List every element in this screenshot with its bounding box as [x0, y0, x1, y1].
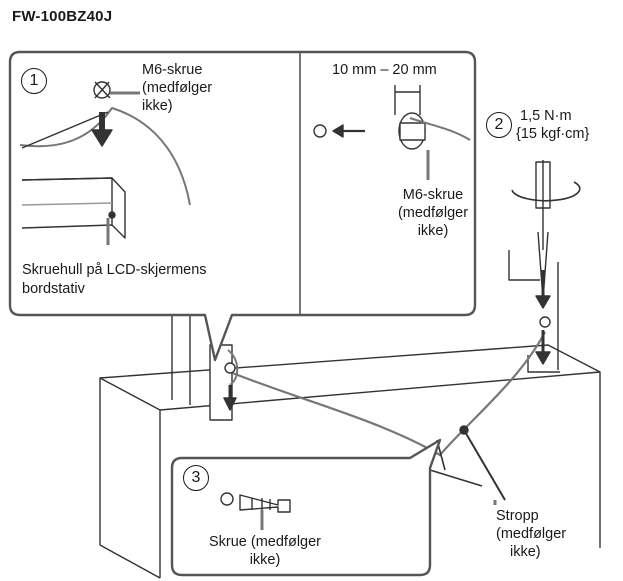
step-number-2: 2 — [486, 112, 512, 138]
step1-hole-line1: Skruehull på LCD-skjermens — [22, 262, 207, 278]
step1-screw-line1: M6-skrue — [142, 62, 203, 78]
table-front — [99, 372, 601, 578]
step-number-1: 1 — [21, 68, 47, 94]
step1-hole-line2: bordstativ — [22, 281, 85, 297]
table-top — [99, 344, 601, 411]
screw-length-range: 10 mm – 20 mm — [332, 62, 437, 78]
step1-screw-line2: (medfølger — [142, 80, 213, 96]
detail-screw-line2: (medfølger — [397, 205, 469, 221]
detail-screw-line3: ikke) — [417, 223, 449, 239]
callout-box-1 — [8, 50, 477, 362]
torque-value: 1,5 N·m — [520, 108, 572, 124]
step1-screw-line3: ikke) — [142, 98, 173, 114]
step-number-3: 3 — [183, 465, 209, 491]
detail-screw-line1: M6-skrue — [402, 187, 464, 203]
model-title: FW-100BZ40J — [12, 8, 113, 25]
rotate-arrow-icon — [511, 181, 581, 202]
screwdriver-icon — [535, 160, 551, 250]
step3-screw-line2: ikke) — [249, 552, 281, 568]
strap-line2: (medfølger — [496, 526, 567, 542]
step3-screw-line1: Skrue (medfølger — [208, 534, 321, 550]
strap-line3: ikke) — [510, 544, 541, 560]
callout-box-3 — [170, 438, 442, 577]
torque-value-kgf: {15 kgf·cm} — [516, 126, 590, 142]
strap-line1: Stropp — [496, 508, 539, 524]
